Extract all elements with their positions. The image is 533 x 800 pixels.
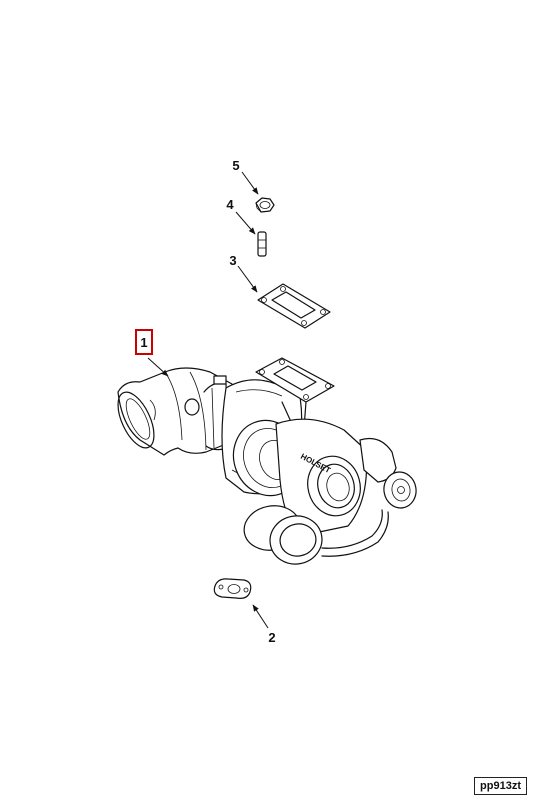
callout-3: 3 [229,253,236,268]
callout-4: 4 [226,197,234,212]
leader-5 [241,171,259,195]
leader-3 [237,265,258,293]
callout-labels: 1 2 3 4 5 [135,158,276,645]
part-4-stud [257,231,267,257]
leader-4 [235,211,256,235]
callout-1-highlight-box [135,329,153,355]
callout-2: 2 [268,630,275,645]
callout-5: 5 [232,158,239,173]
part-5-nut [255,197,275,213]
leader-2 [252,604,269,629]
part-3-mounting-gasket [257,283,331,329]
callout-leaders [147,171,269,629]
callout-1: 1 [140,335,147,350]
part-2-drain-gasket [213,578,252,599]
reference-code-label: pp913zt [474,777,527,795]
part-1-turbocharger: HOLSET [117,357,417,565]
leader-1 [147,357,169,377]
